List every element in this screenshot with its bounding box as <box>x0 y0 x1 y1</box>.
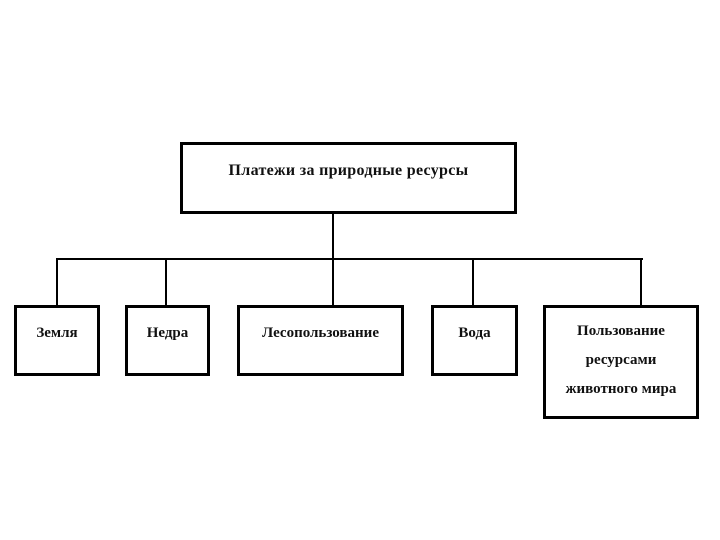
diagram-node-nedra: Недра <box>125 305 210 376</box>
connector-drop-voda <box>472 260 474 305</box>
node-label-zemlya: Земля <box>36 325 78 341</box>
connector-drop-nedra <box>165 260 167 305</box>
diagram-node-root: Платежи за природные ресурсы <box>180 142 517 214</box>
connector-drop-zhivotnyi-mir <box>640 260 642 305</box>
root-node-label: Платежи за природные ресурсы <box>228 162 469 179</box>
node-label-zhivotnyi-mir-line1: Пользование <box>577 323 665 339</box>
node-label-zhivotnyi-mir-line2: ресурсами <box>585 352 657 368</box>
connector-root-stub <box>332 214 334 260</box>
diagram-node-lesopolzovanie: Лесопользование <box>237 305 404 376</box>
connector-drop-lesopolzovanie <box>332 260 334 305</box>
node-label-voda: Вода <box>458 325 491 341</box>
connector-horizontal-rail <box>56 258 643 260</box>
diagram-node-voda: Вода <box>431 305 518 376</box>
node-label-zhivotnyi-mir-line3: животного мира <box>565 381 677 397</box>
diagram-node-zemlya: Земля <box>14 305 100 376</box>
connector-drop-zemlya <box>56 260 58 305</box>
node-label-lesopolzovanie: Лесопользование <box>262 325 379 341</box>
diagram-node-zhivotnyi-mir: Пользование ресурсами животного мира <box>543 305 699 419</box>
node-label-nedra: Недра <box>146 325 189 341</box>
